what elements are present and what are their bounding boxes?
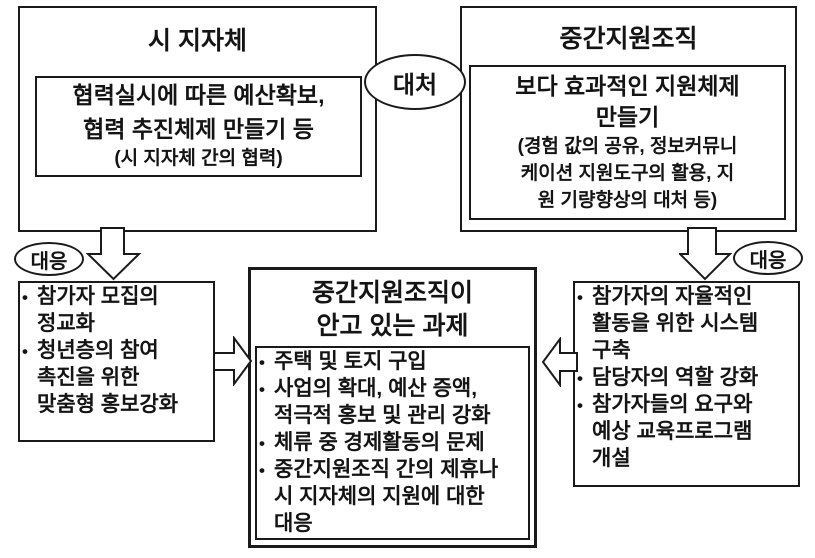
intermediary-detail-box: 보다 효과적인 지원체제 만들기 (경험 값의 공유, 정보커뮤니 케이션 지원… (469, 65, 786, 220)
right-actions-list: 참가자의 자율적인 활동을 위한 시스템 구축 담당자의 역할 강화 참가자들의… (575, 283, 798, 472)
intermediary-detail-text: 보다 효과적인 지원체제 만들기 (515, 73, 740, 130)
left-arrow-icon (541, 337, 578, 387)
respond-right-ellipse: 대응 (733, 241, 803, 275)
list-item: 참가자들의 요구와 예상 교육프로그램 개설 (575, 391, 798, 472)
municipality-detail-text: 협력실시에 따른 예산확보, 협력 추진체제 만들기 등 (72, 82, 325, 142)
center-tasks-list: 주택 및 토지 구입 사업의 확대, 예산 증액, 적극적 홍보 및 관리 강화… (257, 348, 528, 537)
list-item: 주택 및 토지 구입 (257, 348, 528, 376)
respond-left-ellipse: 대응 (14, 242, 84, 276)
list-item: 참가자 모집의 정교화 (20, 283, 213, 337)
center-tasks-title: 중간지원조직이 안고 있는 과제 (311, 279, 473, 340)
municipality-detail-note: (시 지자체 간의 협력) (114, 148, 283, 169)
list-item: 체류 중 경제활동의 문제 (257, 429, 528, 457)
list-item: 참가자의 자율적인 활동을 위한 시스템 구축 (575, 283, 798, 364)
list-item: 중간지원조직 간의 제휴나 시 지자체의 지원에 대한 대응 (257, 456, 528, 537)
center-tasks-box: 중간지원조직이 안고 있는 과제 주택 및 토지 구입 사업의 확대, 예산 증… (248, 267, 537, 548)
cope-ellipse: 대처 (364, 54, 466, 110)
list-item: 사업의 확대, 예산 증액, 적극적 홍보 및 관리 강화 (257, 375, 528, 429)
respond-left-label: 대응 (30, 250, 68, 273)
intermediary-detail-note: (경험 값의 공유, 정보커뮤니 케이션 지원도구의 활용, 지 원 기량향상의… (517, 136, 738, 211)
right-actions-box: 참가자의 자율적인 활동을 위한 시스템 구축 담당자의 역할 강화 참가자들의… (573, 281, 800, 487)
municipality-title: 시 지자체 (148, 27, 247, 55)
right-arrow-icon (213, 336, 253, 386)
list-item: 담당자의 역할 강화 (575, 364, 798, 392)
down-arrow-left-icon (86, 227, 142, 281)
center-tasks-detail-box: 주택 및 토지 구입 사업의 확대, 예산 증액, 적극적 홍보 및 관리 강화… (255, 346, 530, 540)
left-measures-box: 참가자 모집의 정교화 청년층의 참여 촉진을 위한 맞춤형 홍보강화 (18, 281, 215, 442)
left-measures-list: 참가자 모집의 정교화 청년층의 참여 촉진을 위한 맞춤형 홍보강화 (20, 283, 213, 418)
intermediary-org-box: 중간지원조직 보다 효과적인 지원체제 만들기 (경험 값의 공유, 정보커뮤니… (460, 6, 797, 232)
municipality-box: 시 지자체 협력실시에 따른 예산확보, 협력 추진체제 만들기 등 (시 지자… (18, 6, 377, 232)
down-arrow-right-icon (679, 227, 733, 281)
municipality-detail-box: 협력실시에 따른 예산확보, 협력 추진체제 만들기 등 (시 지자체 간의 협… (35, 76, 362, 177)
list-item: 청년층의 참여 촉진을 위한 맞춤형 홍보강화 (20, 337, 213, 418)
intermediary-org-title: 중간지원조직 (559, 25, 698, 53)
cope-label: 대처 (392, 71, 438, 99)
respond-right-label: 대응 (749, 249, 787, 272)
